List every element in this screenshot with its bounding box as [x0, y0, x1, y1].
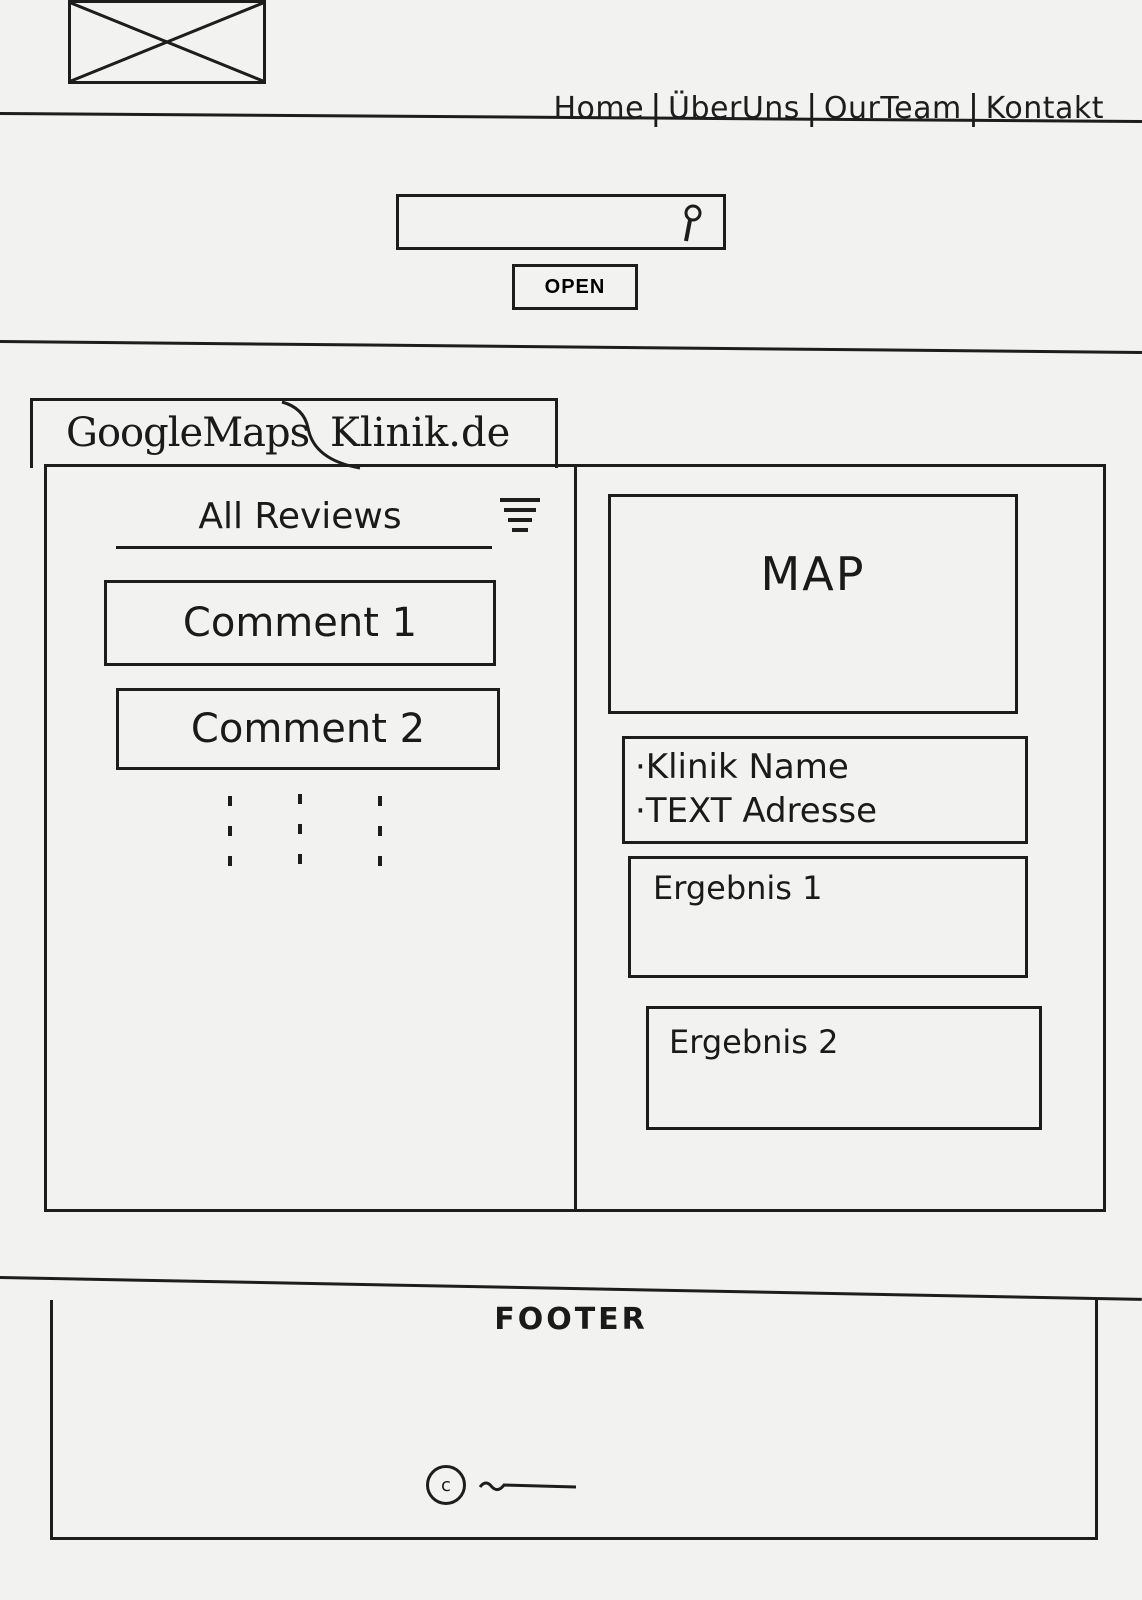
tab-separator: [281, 400, 361, 470]
search-icon[interactable]: [677, 203, 707, 245]
nav-separator: |: [967, 88, 980, 128]
footer: [50, 1300, 1098, 1540]
result-card[interactable]: Ergebnis 1: [628, 856, 1028, 978]
more-comments-indicator: [228, 794, 382, 866]
tab-bar: [30, 398, 558, 468]
nav-separator: |: [805, 88, 818, 128]
clinic-info: ·Klinik Name ·TEXT Adresse: [622, 736, 1028, 844]
nav-our-team[interactable]: OurTeam: [823, 90, 962, 126]
image-placeholder-icon: [71, 3, 263, 81]
search-box: [396, 194, 726, 250]
nav-separator: |: [650, 88, 663, 128]
result-card[interactable]: Ergebnis 2: [646, 1006, 1042, 1130]
comment-card[interactable]: Comment 1: [104, 580, 496, 666]
copyright: c: [426, 1460, 606, 1510]
reviews-panel: [44, 464, 577, 1212]
copyright-icon: c: [426, 1465, 466, 1505]
nav-home[interactable]: Home: [553, 90, 645, 126]
main-nav: Home | ÜberUns | OurTeam | Kontakt: [553, 88, 1104, 128]
open-button[interactable]: OPEN: [512, 264, 638, 310]
nav-ueber-uns[interactable]: ÜberUns: [668, 90, 800, 126]
logo-placeholder[interactable]: [68, 0, 266, 84]
footer-divider: [0, 1276, 1142, 1301]
reviews-underline: [116, 546, 492, 549]
tab-klinik-de[interactable]: Klinik.de: [330, 410, 511, 456]
section-divider: [0, 340, 1142, 354]
footer-title: FOOTER: [494, 1302, 648, 1337]
map-view[interactable]: MAP: [608, 494, 1018, 714]
search-input[interactable]: [407, 205, 661, 243]
tab-googlemaps[interactable]: GoogleMaps: [66, 410, 310, 456]
copyright-text-placeholder: [478, 1481, 577, 1492]
filter-icon[interactable]: [498, 494, 542, 540]
comment-card[interactable]: Comment 2: [116, 688, 500, 770]
reviews-heading: All Reviews: [198, 496, 402, 537]
nav-kontakt[interactable]: Kontakt: [985, 90, 1104, 126]
clinic-name: ·Klinik Name: [635, 747, 849, 787]
clinic-address: ·TEXT Adresse: [635, 791, 878, 831]
